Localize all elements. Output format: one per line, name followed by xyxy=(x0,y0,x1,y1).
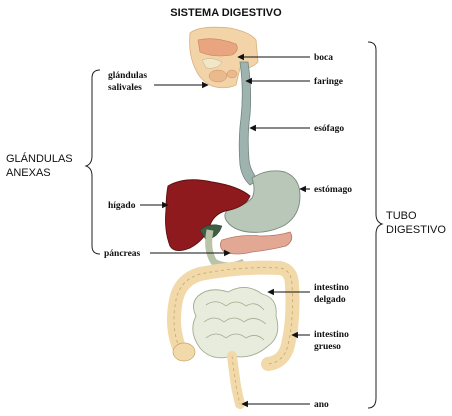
label-estomago: estómago xyxy=(314,185,352,195)
label-intestino-grueso-line1: intestino xyxy=(314,330,349,340)
right-brace xyxy=(367,41,384,409)
label-ano: ano xyxy=(314,400,329,410)
diagram-title: SISTEMA DIGESTIVO xyxy=(170,7,282,19)
head-region xyxy=(189,26,259,89)
label-intestino-delgado-line1: intestino xyxy=(314,283,349,293)
small-intestine-shape xyxy=(192,287,279,359)
group-label-glandulas-line2: ANEXAS xyxy=(6,167,51,179)
label-intestino-delgado-line2: delgado xyxy=(314,295,346,305)
stomach-shape xyxy=(224,170,301,233)
label-faringe: faringe xyxy=(314,77,343,87)
label-pancreas: páncreas xyxy=(104,249,141,259)
label-boca: boca xyxy=(314,53,333,63)
group-label-tubo-line2: DIGESTIVO xyxy=(386,224,446,236)
label-intestino-grueso-line2: grueso xyxy=(314,342,341,352)
pancreas-shape xyxy=(220,231,293,255)
label-higado: hígado xyxy=(108,201,136,211)
left-brace xyxy=(84,69,101,255)
label-glandulas-salivales-line2: salivales xyxy=(108,83,142,93)
anatomy-illustration xyxy=(165,26,301,409)
group-label-tubo-line1: TUBO xyxy=(386,210,417,222)
label-glandulas-salivales-line1: glándulas xyxy=(108,71,147,81)
group-label-glandulas-line1: GLÁNDULAS xyxy=(6,152,73,165)
label-esofago: esófago xyxy=(314,124,344,134)
